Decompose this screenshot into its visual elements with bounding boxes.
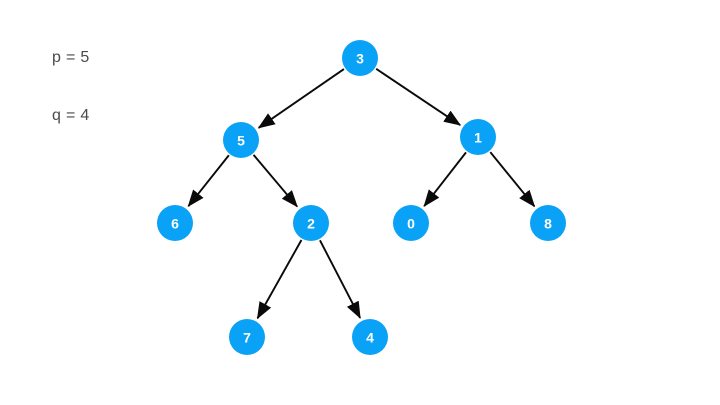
tree-node-4[interactable]: 4 [352, 319, 388, 355]
node-circle-7[interactable] [229, 319, 265, 355]
node-circle-6[interactable] [157, 205, 193, 241]
tree-node-1[interactable]: 1 [460, 119, 496, 155]
tree-node-2[interactable]: 2 [293, 205, 329, 241]
node-circle-2[interactable] [293, 205, 329, 241]
node-value-2: 2 [307, 216, 315, 232]
node-value-8: 8 [544, 216, 552, 232]
node-value-0: 0 [407, 216, 415, 232]
tree-edge-2-to-7 [256, 239, 303, 320]
tree-edge-2-to-4 [319, 239, 361, 319]
node-circle-1[interactable] [460, 119, 496, 155]
node-value-7: 7 [243, 330, 251, 346]
node-circle-0[interactable] [393, 205, 429, 241]
node-value-4: 4 [366, 330, 374, 346]
edge-layer [187, 68, 536, 320]
tree-edge-3-to-1 [375, 68, 462, 126]
tree-edge-1-to-0 [423, 151, 467, 207]
p-variable: p = 5 [52, 49, 90, 66]
node-value-6: 6 [171, 216, 179, 232]
tree-node-3[interactable]: 3 [342, 40, 378, 76]
node-value-1: 1 [474, 130, 482, 146]
tree-node-0[interactable]: 0 [393, 205, 429, 241]
tree-node-6[interactable]: 6 [157, 205, 193, 241]
node-circle-4[interactable] [352, 319, 388, 355]
tree-node-7[interactable]: 7 [229, 319, 265, 355]
q-variable: q = 4 [52, 107, 90, 124]
tree-node-8[interactable]: 8 [530, 205, 566, 241]
node-circle-3[interactable] [342, 40, 378, 76]
tree-edge-5-to-2 [252, 154, 298, 208]
node-circle-5[interactable] [223, 122, 259, 158]
node-value-5: 5 [237, 133, 245, 149]
tree-edge-1-to-8 [489, 151, 536, 208]
node-circle-8[interactable] [530, 205, 566, 241]
node-layer: 3 5 1 6 2 0 8 7 4 [157, 40, 566, 355]
variable-label-layer: p = 5 q = 4 [52, 49, 90, 124]
tree-node-5[interactable]: 5 [223, 122, 259, 158]
node-value-3: 3 [356, 51, 364, 67]
tree-edge-3-to-5 [257, 68, 345, 129]
tree-edge-5-to-6 [187, 154, 230, 208]
